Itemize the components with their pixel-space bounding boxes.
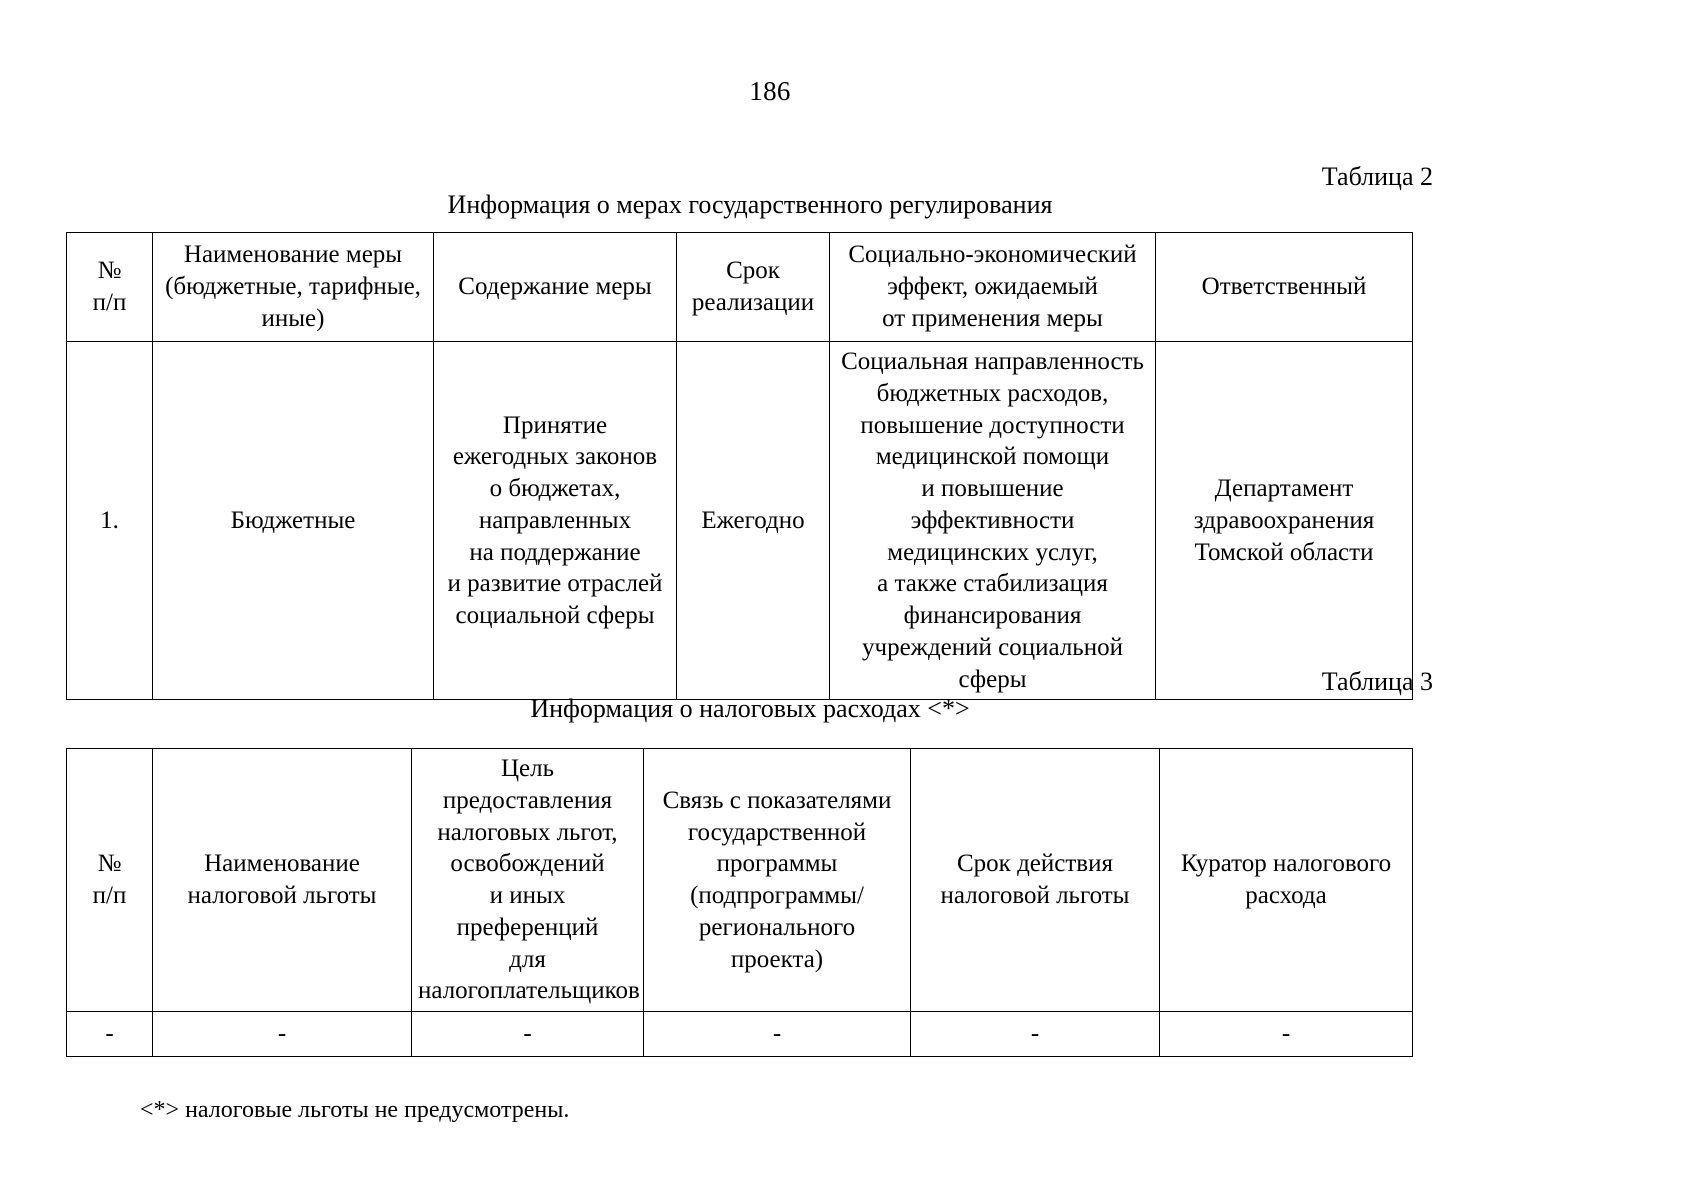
cell-effect: Социальная направленность бюджетных расх…	[829, 340, 1156, 701]
column-header-benefit-term: Срок действия налоговой льготы	[910, 748, 1160, 1012]
column-header-measure-content: Содержание меры	[433, 232, 677, 342]
cell-responsible: Департамент здравоохранения Томской обла…	[1155, 340, 1413, 701]
column-header-curator: Куратор налогового расхода	[1159, 748, 1413, 1012]
cell-measure-name: Бюджетные	[152, 340, 434, 701]
regulation-measures-table: № п/п Наименование меры (бюджетные, тари…	[66, 232, 1413, 701]
table-row: 1. Бюджетные Принятие ежегодных законов …	[66, 340, 1413, 701]
cell-number: -	[66, 1011, 153, 1057]
table-2-title: Информация о мерах государственного регу…	[447, 190, 1053, 219]
cell-benefit-term: -	[910, 1011, 1160, 1057]
table-header-row: № п/п Наименование меры (бюджетные, тари…	[66, 232, 1413, 342]
column-header-number: № п/п	[66, 232, 153, 342]
cell-curator: -	[1159, 1011, 1413, 1057]
table-2-label: Таблица 2	[1321, 162, 1433, 191]
table-header-row: № п/п Наименование налоговой льготы Цель…	[66, 748, 1413, 1012]
table-row: - - - - - -	[66, 1011, 1413, 1057]
footnote-text: <*> налоговые льготы не предусмотрены.	[140, 1097, 570, 1123]
page-number: 186	[749, 76, 791, 106]
cell-benefit-name: -	[152, 1011, 412, 1057]
column-header-benefit-name: Наименование налоговой льготы	[152, 748, 412, 1012]
column-header-responsible: Ответственный	[1155, 232, 1413, 342]
cell-measure-content: Принятие ежегодных законов о бюджетах, н…	[433, 340, 677, 701]
column-header-effect: Социально-экономический эффект, ожидаемы…	[829, 232, 1156, 342]
tax-expenses-table: № п/п Наименование налоговой льготы Цель…	[66, 748, 1413, 1057]
cell-term: Ежегодно	[676, 340, 830, 701]
column-header-measure-name: Наименование меры (бюджетные, тарифные, …	[152, 232, 434, 342]
cell-program-link: -	[643, 1011, 911, 1057]
column-header-number: № п/п	[66, 748, 153, 1012]
column-header-program-link: Связь с показателями государственной про…	[643, 748, 911, 1012]
cell-number: 1.	[66, 340, 153, 701]
column-header-purpose: Цель предоставления налоговых льгот, осв…	[411, 748, 644, 1012]
table-3-label: Таблица 3	[1321, 667, 1433, 696]
cell-purpose: -	[411, 1011, 644, 1057]
table-3-title: Информация о налоговых расходах <*>	[530, 694, 970, 723]
column-header-term: Срок реализации	[676, 232, 830, 342]
